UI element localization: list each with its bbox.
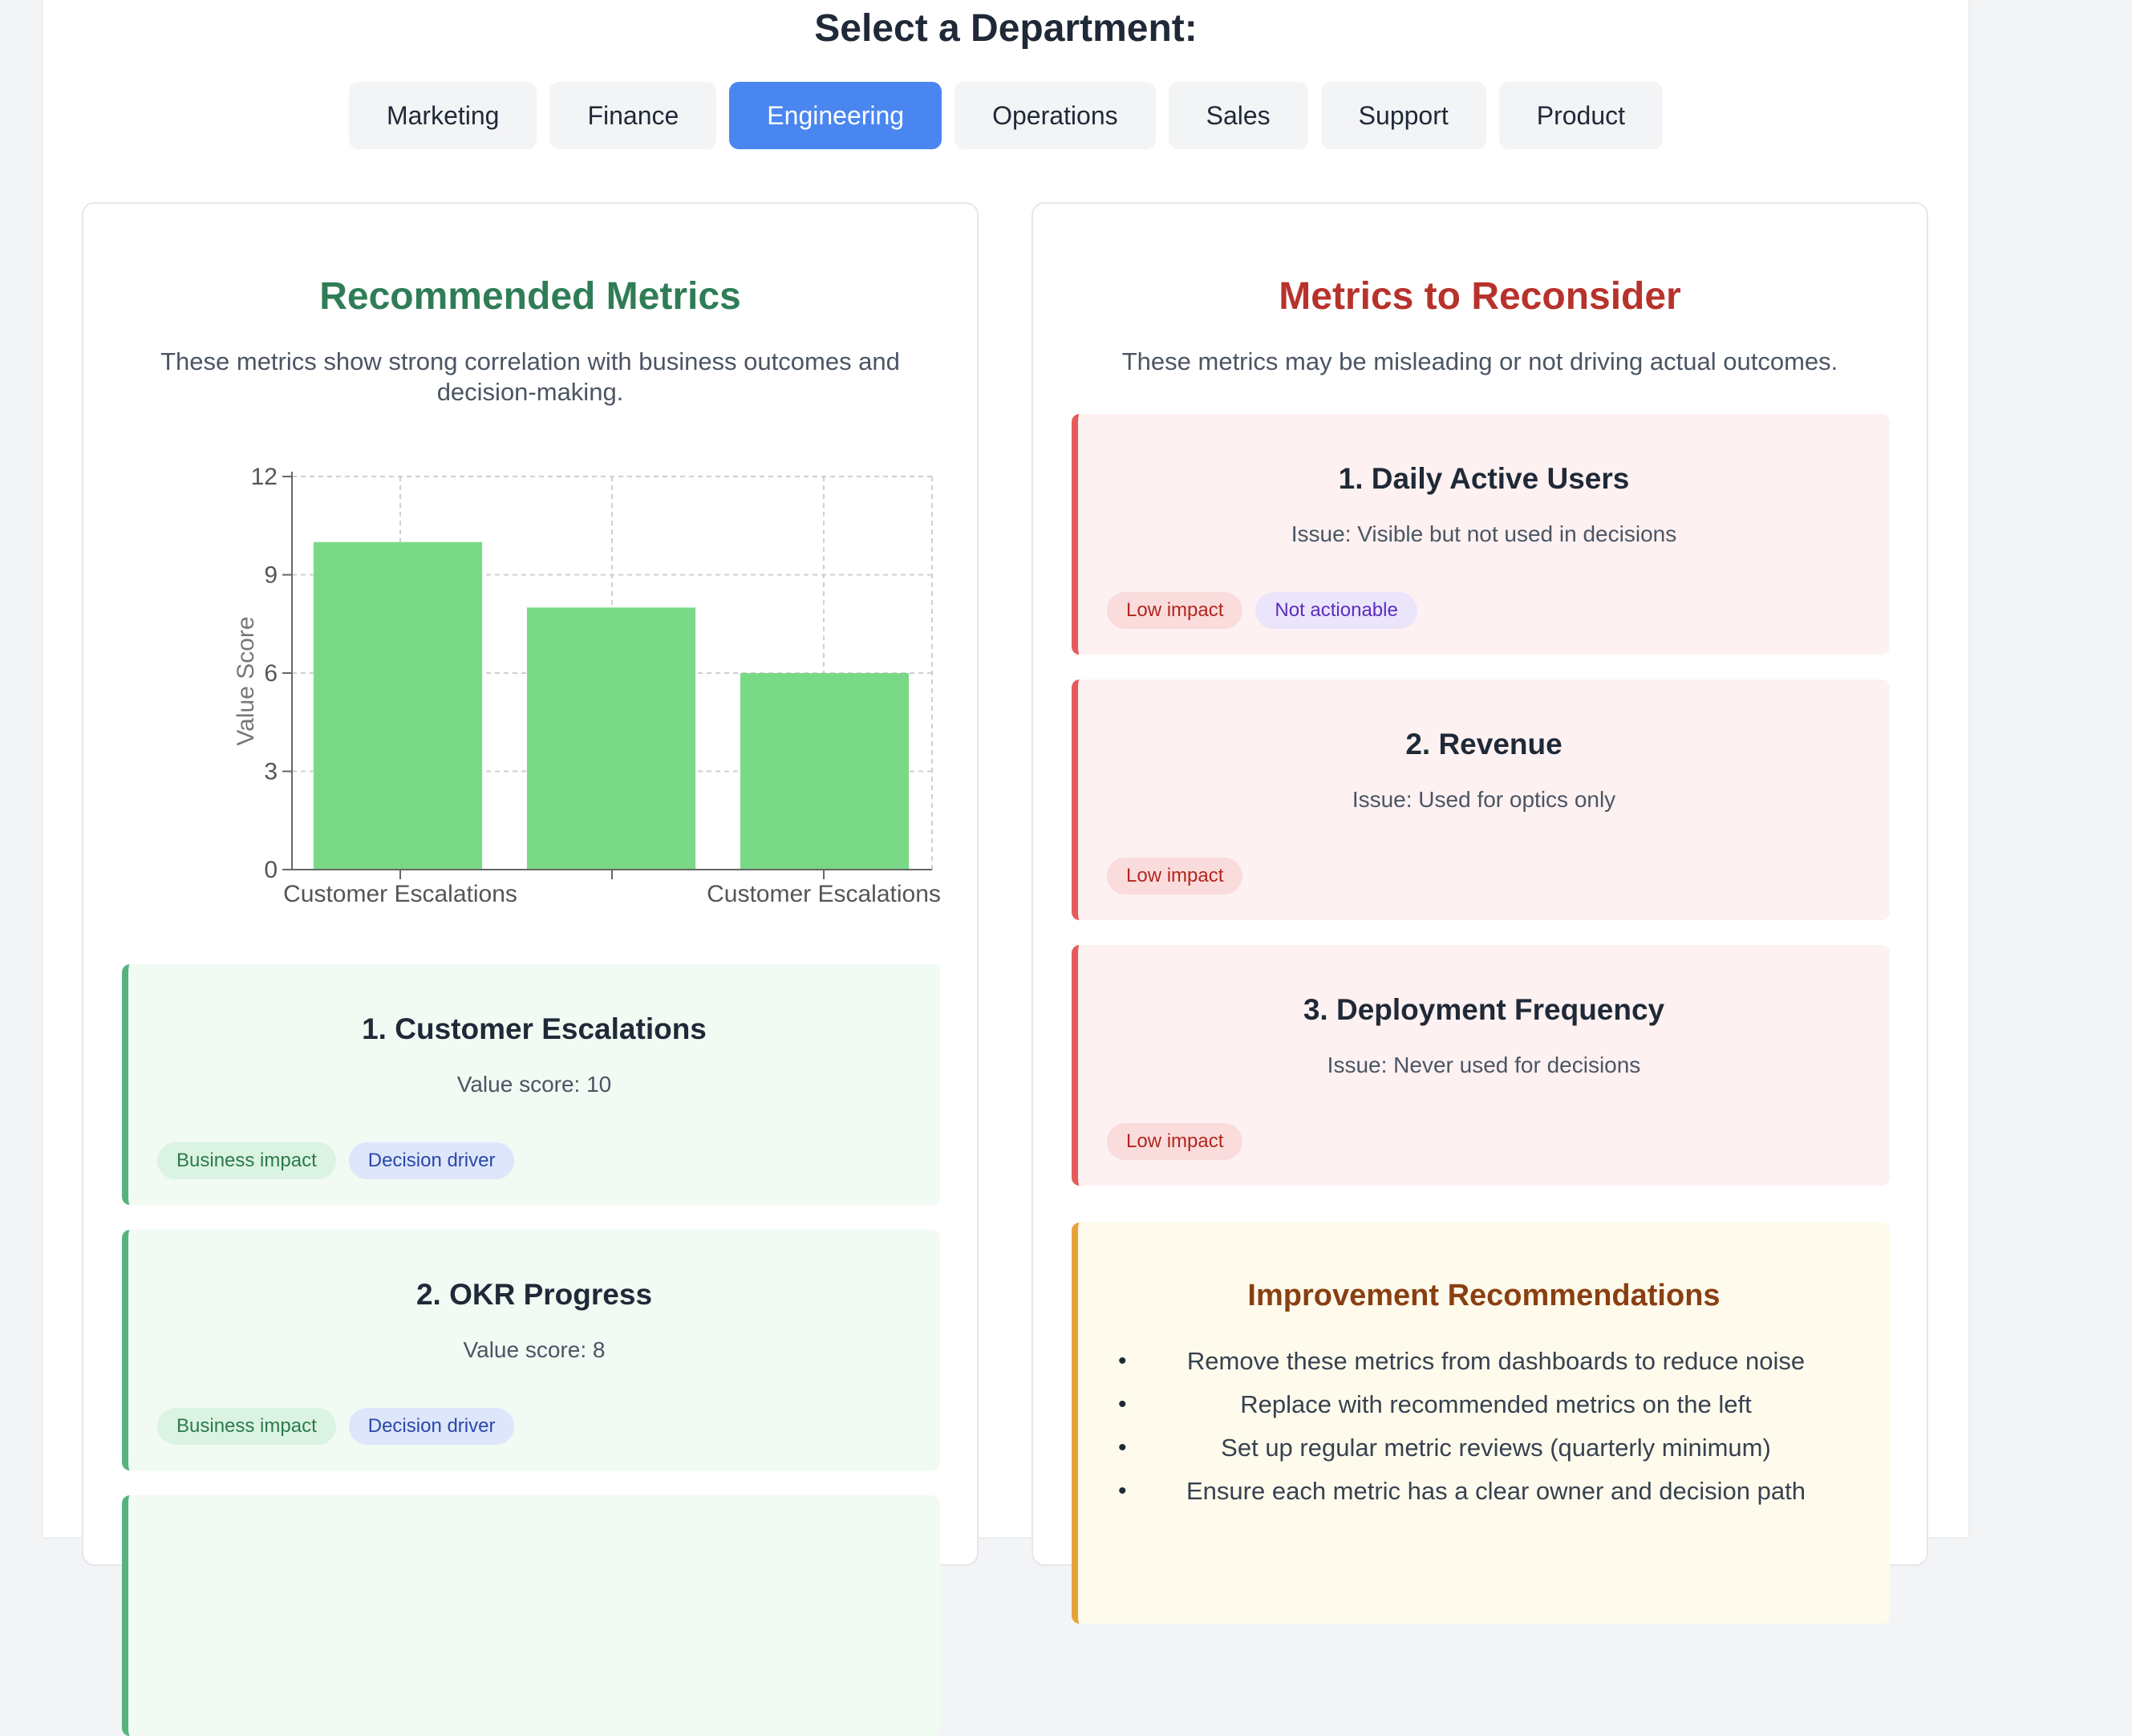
- y-tick-label: 12: [251, 464, 278, 490]
- card-issue: Issue: Used for optics only: [1352, 787, 1616, 812]
- bullet-icon: •: [1118, 1434, 1127, 1461]
- recommendation-item: • Remove these metrics from dashboards to…: [1102, 1340, 1858, 1383]
- card-title: 1. Customer Escalations: [362, 1012, 707, 1045]
- bar: [526, 607, 696, 870]
- recommendation-text: Remove these metrics from dashboards to …: [1186, 1347, 1806, 1375]
- card-tags: Business impact Decision driver: [157, 1142, 515, 1179]
- y-tick-label: 3: [264, 759, 278, 785]
- tag-decision-driver: Decision driver: [348, 1408, 515, 1445]
- card-tags: Low impact: [1107, 1123, 1243, 1160]
- department-heading: Select a Department:: [814, 7, 1198, 50]
- improvement-recommendations: Improvement Recommendations • Remove thes…: [1072, 1223, 1890, 1624]
- recommended-description: These metrics show strong correlation wi…: [160, 347, 900, 406]
- tag-decision-driver: Decision driver: [348, 1142, 515, 1179]
- bar: [740, 673, 910, 870]
- reconsider-title: Metrics to Reconsider: [1279, 275, 1681, 318]
- tab-operations[interactable]: Operations: [955, 82, 1156, 149]
- recommendations-list: • Remove these metrics from dashboards to…: [1102, 1340, 1858, 1513]
- reconsider-card-2[interactable]: 2. Revenue Issue: Used for optics only L…: [1072, 679, 1890, 920]
- tab-marketing[interactable]: Marketing: [348, 82, 537, 149]
- tag-business-impact: Business impact: [157, 1408, 336, 1445]
- y-tick-label: 0: [264, 857, 278, 883]
- y-tick-label: 9: [264, 562, 278, 589]
- tag-not-actionable: Not actionable: [1255, 592, 1417, 629]
- reconsider-card-3[interactable]: 3. Deployment Frequency Issue: Never use…: [1072, 945, 1890, 1186]
- card-title: 3. Deployment Frequency: [1303, 993, 1665, 1026]
- tab-engineering[interactable]: Engineering: [729, 82, 942, 149]
- card-issue: Issue: Visible but not used in decisions: [1291, 521, 1677, 546]
- tag-business-impact: Business impact: [157, 1142, 336, 1179]
- recommendation-item: • Replace with recommended metrics on the…: [1102, 1383, 1858, 1426]
- department-tabs: Marketing Finance Engineering Operations…: [43, 82, 1968, 149]
- tab-finance[interactable]: Finance: [549, 82, 717, 149]
- tag-low-impact: Low impact: [1107, 858, 1243, 894]
- recommendation-text: Ensure each metric has a clear owner and…: [1186, 1477, 1806, 1505]
- tab-support[interactable]: Support: [1320, 82, 1486, 149]
- x-tick-label: Customer Escalations: [283, 881, 517, 907]
- card-issue: Issue: Never used for decisions: [1327, 1053, 1641, 1077]
- recommended-card-2[interactable]: 2. OKR Progress Value score: 8 Business …: [122, 1230, 940, 1470]
- bullet-icon: •: [1118, 1348, 1127, 1374]
- chart-bars: [313, 541, 910, 870]
- bullet-icon: •: [1118, 1478, 1127, 1504]
- recommendation-text: Set up regular metric reviews (quarterly…: [1221, 1434, 1771, 1462]
- y-tick-label: 6: [264, 660, 278, 687]
- page: Select a Department: Marketing Finance E…: [43, 0, 1968, 1736]
- card-tags: Low impact: [1107, 858, 1243, 894]
- tag-low-impact: Low impact: [1107, 1123, 1243, 1160]
- reconsider-panel: Metrics to Reconsider These metrics may …: [1032, 202, 1928, 1624]
- x-tick-label: Customer Escalations: [707, 881, 941, 907]
- recommended-card-1[interactable]: 1. Customer Escalations Value score: 10 …: [122, 964, 940, 1205]
- y-axis-label: Value Score: [233, 616, 259, 745]
- card-value-score: Value score: 8: [463, 1337, 606, 1362]
- tag-low-impact: Low impact: [1107, 592, 1243, 629]
- chart-axes: [282, 472, 932, 879]
- tab-product[interactable]: Product: [1498, 82, 1664, 149]
- recommended-card-3[interactable]: [122, 1495, 940, 1736]
- recommended-title: Recommended Metrics: [319, 275, 741, 318]
- reconsider-description: These metrics may be misleading or not d…: [1121, 347, 1838, 375]
- recommendation-item: • Ensure each metric has a clear owner an…: [1102, 1470, 1858, 1513]
- bullet-icon: •: [1118, 1391, 1127, 1418]
- reconsider-card-1[interactable]: 1. Daily Active Users Issue: Visible but…: [1072, 414, 1890, 655]
- card-tags: Business impact Decision driver: [157, 1408, 515, 1445]
- recommendation-item: • Set up regular metric reviews (quarterl…: [1102, 1426, 1858, 1470]
- card-title: 1. Daily Active Users: [1338, 462, 1630, 495]
- card-value-score: Value score: 10: [456, 1072, 612, 1097]
- card-tags: Low impact Not actionable: [1107, 592, 1417, 629]
- recommendations-title: Improvement Recommendations: [1247, 1279, 1721, 1312]
- card-title: 2. OKR Progress: [415, 1278, 653, 1311]
- recommendation-text: Replace with recommended metrics on the …: [1240, 1390, 1752, 1418]
- card-title: 2. Revenue: [1405, 728, 1563, 761]
- bar: [313, 541, 483, 870]
- recommended-panel: Recommended Metrics These metrics show s…: [82, 202, 979, 1736]
- tab-sales[interactable]: Sales: [1168, 82, 1308, 149]
